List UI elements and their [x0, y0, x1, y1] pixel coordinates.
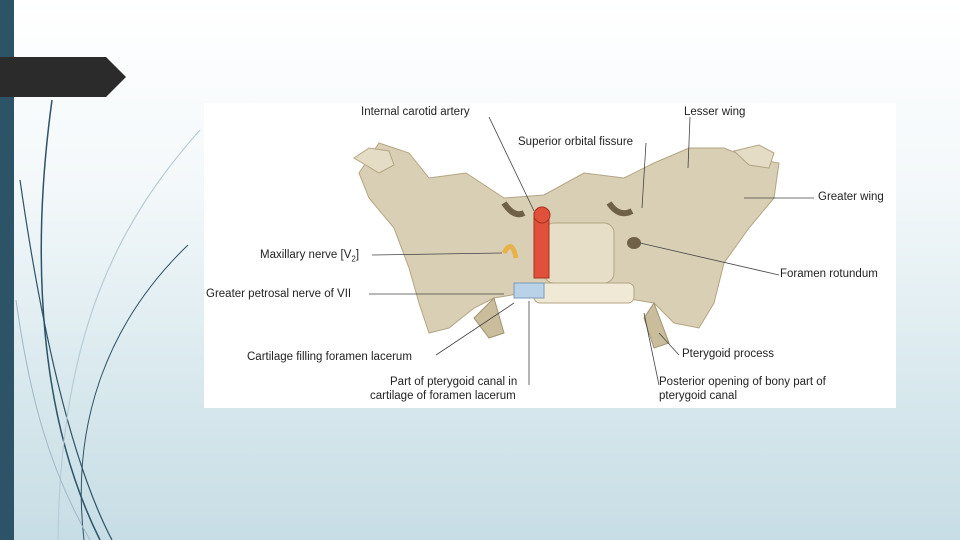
- label-maxillary-nerve: Maxillary nerve [V2]: [260, 249, 359, 265]
- foramen-rotundum: [627, 237, 641, 249]
- label-posterior-opening-line2: pterygoid canal: [659, 390, 737, 403]
- sphenoid-bone-figure: Internal carotid artery Lesser wing Supe…: [204, 103, 896, 408]
- label-pterygoid-process: Pterygoid process: [682, 348, 774, 361]
- label-lesser-wing: Lesser wing: [684, 106, 745, 119]
- label-cartilage-foramen-lacerum: Cartilage filling foramen lacerum: [247, 351, 412, 364]
- label-posterior-opening-line1: Posterior opening of bony part of: [659, 376, 826, 389]
- label-greater-wing: Greater wing: [818, 191, 884, 204]
- label-foramen-rotundum: Foramen rotundum: [780, 268, 878, 281]
- label-greater-petrosal-nerve: Greater petrosal nerve of VII: [206, 288, 351, 301]
- label-pterygoid-canal-line1: Part of pterygoid canal in: [390, 376, 517, 389]
- label-pterygoid-canal-line2: cartilage of foramen lacerum: [370, 390, 516, 403]
- cartilage-foramen-lacerum: [514, 283, 544, 298]
- label-superior-orbital-fissure: Superior orbital fissure: [518, 136, 633, 149]
- body-base: [534, 283, 634, 303]
- sphenoid-body: [544, 223, 614, 283]
- label-internal-carotid-artery: Internal carotid artery: [361, 106, 470, 119]
